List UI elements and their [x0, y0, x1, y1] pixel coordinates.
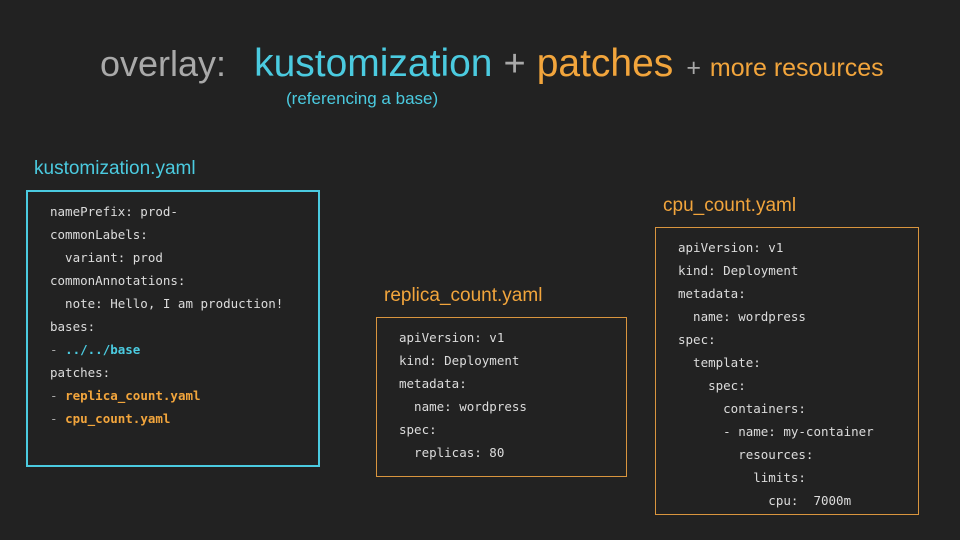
- code-text: kind: Deployment: [678, 263, 799, 278]
- slide-title: overlay: kustomization + patches + more …: [100, 42, 884, 86]
- code-line: commonLabels:: [50, 223, 308, 246]
- title-segment-overlay: overlay:: [100, 43, 227, 84]
- file-card-cpu-count: cpu_count.yaml apiVersion: v1 kind: Deplo…: [655, 195, 919, 515]
- code-line: cpu: 7000m: [678, 489, 908, 512]
- code-line: - ../../base: [50, 338, 308, 361]
- code-text: template:: [678, 355, 761, 370]
- code-line: - cpu_count.yaml: [50, 407, 308, 430]
- code-line: spec:: [678, 328, 908, 351]
- title-subtitle: (referencing a base): [286, 89, 439, 108]
- code-text: containers:: [678, 401, 806, 416]
- code-text: limits:: [678, 470, 806, 485]
- code-content-kustomization: namePrefix: prod-commonLabels: variant: …: [50, 200, 308, 430]
- code-text: cpu: 7000m: [678, 493, 852, 508]
- code-line: replicas: 80: [399, 441, 616, 464]
- code-text: commonAnnotations:: [50, 273, 186, 288]
- code-line: - name: my-container: [678, 420, 908, 443]
- code-text: spec:: [678, 332, 716, 347]
- file-card-kustomization: kustomization.yaml namePrefix: prod-comm…: [26, 158, 320, 467]
- code-box-kustomization: namePrefix: prod-commonLabels: variant: …: [26, 190, 320, 467]
- code-ref-base: ../../base: [65, 342, 141, 357]
- code-line: spec:: [399, 418, 616, 441]
- code-text: note: Hello, I am production!: [50, 296, 284, 311]
- title-segment-more-resources: more resources: [709, 54, 884, 82]
- title-segment-patches: patches: [536, 42, 674, 85]
- file-label-kustomization: kustomization.yaml: [34, 158, 196, 179]
- code-line: kind: Deployment: [399, 349, 616, 372]
- code-text: commonLabels:: [50, 227, 148, 242]
- code-text: metadata:: [678, 286, 746, 301]
- code-line: apiVersion: v1: [678, 236, 908, 259]
- code-list-dash: -: [50, 388, 66, 403]
- code-list-dash: -: [50, 342, 66, 357]
- code-line: - replica_count.yaml: [50, 384, 308, 407]
- file-label-cpu-count: cpu_count.yaml: [663, 195, 797, 216]
- code-line: name: wordpress: [678, 305, 908, 328]
- code-text: resources:: [678, 447, 814, 462]
- code-text: namePrefix: prod-: [50, 204, 178, 219]
- code-text: bases:: [50, 319, 96, 334]
- code-line: variant: prod: [50, 246, 308, 269]
- title-plus-icon-1: +: [503, 43, 526, 85]
- code-text: spec:: [678, 378, 746, 393]
- code-line: commonAnnotations:: [50, 269, 308, 292]
- code-line: bases:: [50, 315, 308, 338]
- code-text: replicas: 80: [399, 445, 505, 460]
- code-line: limits:: [678, 466, 908, 489]
- code-text: spec:: [399, 422, 437, 437]
- code-line: note: Hello, I am production!: [50, 292, 308, 315]
- code-text: name: wordpress: [399, 399, 527, 414]
- code-line: containers:: [678, 397, 908, 420]
- code-line: spec:: [678, 374, 908, 397]
- code-text: apiVersion: v1: [678, 240, 784, 255]
- code-text: patches:: [50, 365, 111, 380]
- code-line: metadata:: [678, 282, 908, 305]
- code-text: variant: prod: [50, 250, 163, 265]
- code-line: namePrefix: prod-: [50, 200, 308, 223]
- file-card-replica-count: replica_count.yaml apiVersion: v1 kind: D…: [376, 285, 627, 477]
- title-segment-kustomization: kustomization: [254, 42, 493, 85]
- code-text: metadata:: [399, 376, 467, 391]
- title-plus-icon-2: +: [686, 54, 701, 82]
- file-label-replica-count: replica_count.yaml: [384, 285, 543, 306]
- code-line: template:: [678, 351, 908, 374]
- code-ref-patch: cpu_count.yaml: [65, 411, 171, 426]
- code-line: kind: Deployment: [678, 259, 908, 282]
- code-text: kind: Deployment: [399, 353, 520, 368]
- code-line: name: wordpress: [399, 395, 616, 418]
- code-text: apiVersion: v1: [399, 330, 505, 345]
- code-line: resources:: [678, 443, 908, 466]
- code-line: apiVersion: v1: [399, 326, 616, 349]
- code-text: name: wordpress: [678, 309, 806, 324]
- code-ref-patch: replica_count.yaml: [65, 388, 201, 403]
- code-text: - name: my-container: [678, 424, 874, 439]
- code-line: patches:: [50, 361, 308, 384]
- code-list-dash: -: [50, 411, 66, 426]
- code-line: metadata:: [399, 372, 616, 395]
